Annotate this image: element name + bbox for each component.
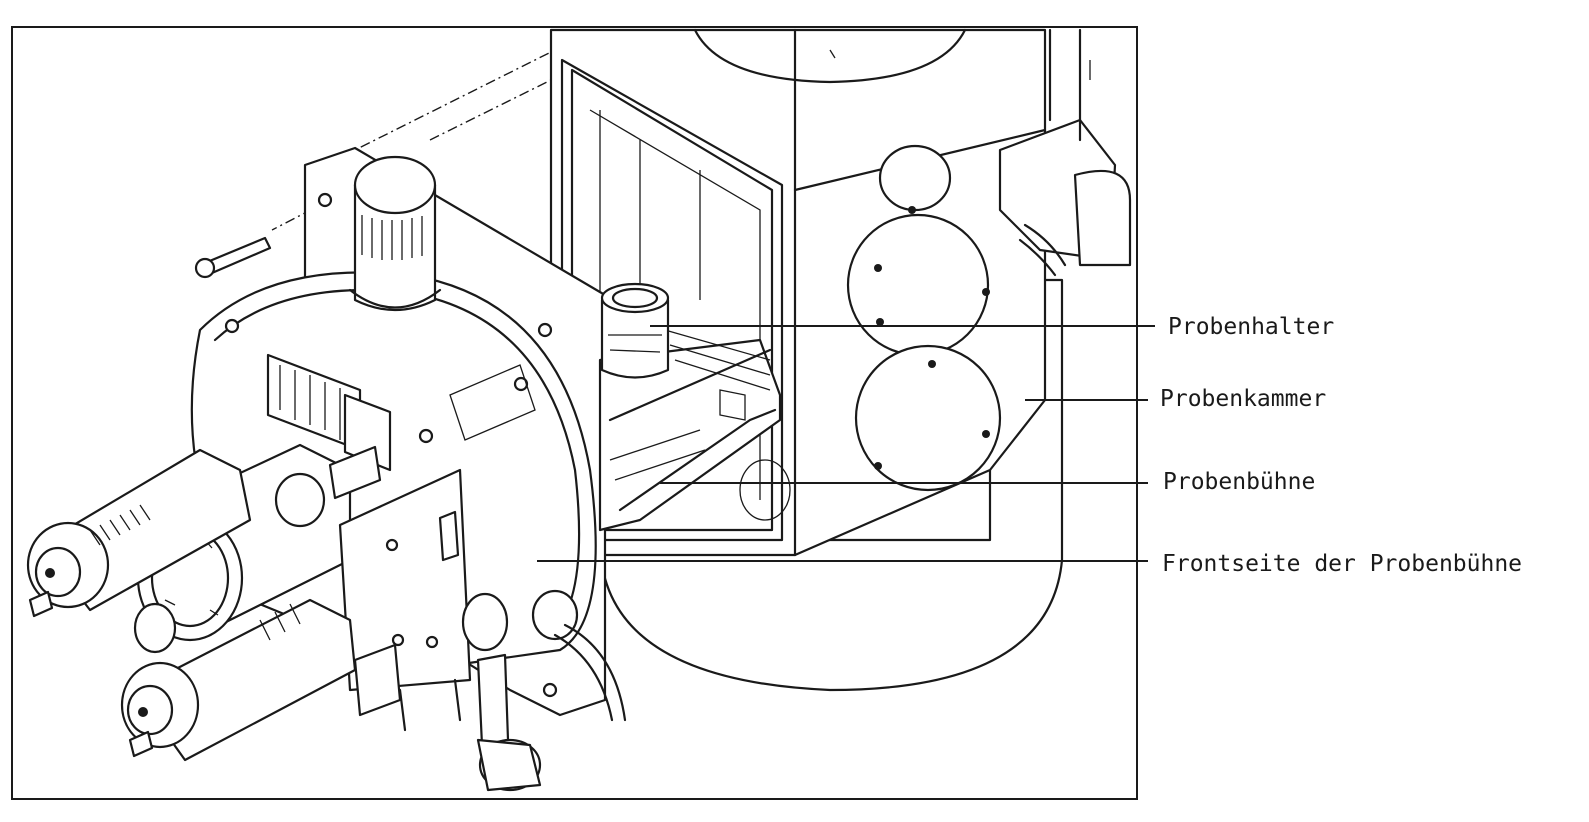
callout-probenhalter: Probenhalter	[1168, 314, 1334, 340]
illustration-frame	[11, 26, 1138, 800]
callout-frontseite: Frontseite der Probenbühne	[1162, 551, 1522, 577]
stage-assembly	[26, 51, 782, 792]
callout-probenkammer: Probenkammer	[1160, 386, 1326, 412]
callout-probenbuehne: Probenbühne	[1163, 469, 1315, 495]
